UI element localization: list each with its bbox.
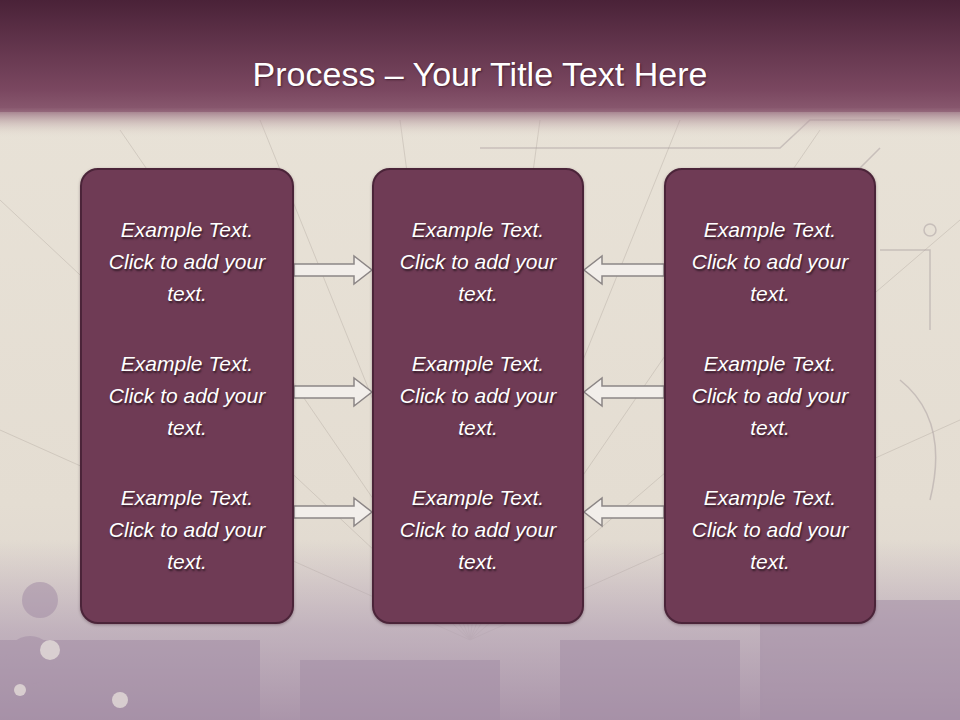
radial-lines: [0, 120, 960, 640]
box-text: Example Text. Click to add your text.: [686, 214, 854, 310]
block-arrow: [584, 378, 664, 406]
box-text: Example Text. Click to add your text.: [394, 214, 562, 310]
block-arrow: [294, 378, 372, 406]
process-box: Example Text. Click to add your text. Exa…: [372, 168, 584, 624]
slide-title: Process – Your Title Text Here: [0, 52, 960, 96]
box-text: Example Text. Click to add your text.: [686, 482, 854, 578]
title-band: [0, 0, 960, 112]
block-arrow: [294, 256, 372, 284]
title-band-fade: [0, 108, 960, 138]
box-text: Example Text. Click to add your text.: [686, 348, 854, 444]
process-box: Example Text. Click to add your text. Exa…: [80, 168, 294, 624]
box-text: Example Text. Click to add your text.: [103, 482, 271, 578]
block-arrow: [584, 498, 664, 526]
box-text: Example Text. Click to add your text.: [394, 348, 562, 444]
box-text: Example Text. Click to add your text.: [103, 214, 271, 310]
block-arrow: [584, 256, 664, 284]
process-box: Example Text. Click to add your text. Exa…: [664, 168, 876, 624]
box-text: Example Text. Click to add your text.: [394, 482, 562, 578]
box-text: Example Text. Click to add your text.: [103, 348, 271, 444]
grunge-spots: [14, 640, 128, 708]
block-arrow: [294, 498, 372, 526]
